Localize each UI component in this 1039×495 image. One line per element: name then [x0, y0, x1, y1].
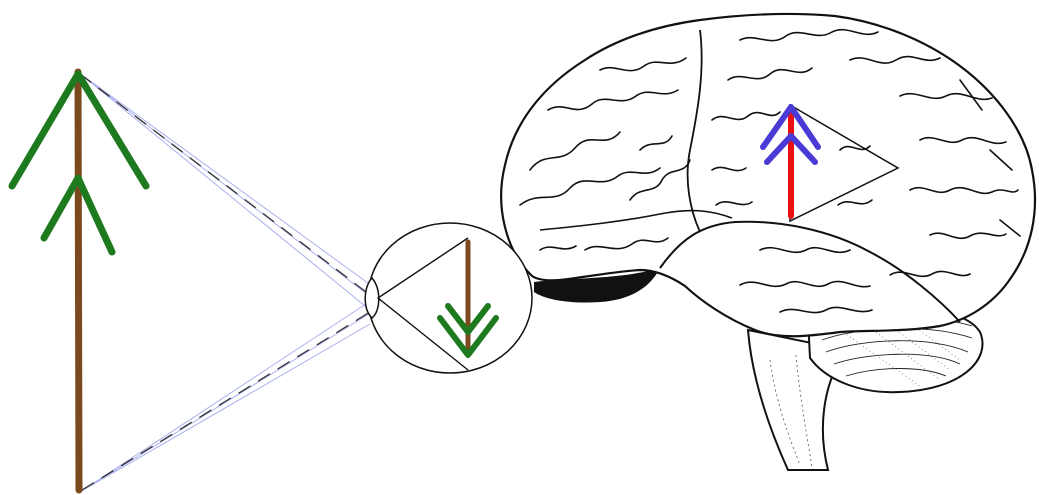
tree-object-icon	[12, 72, 146, 490]
tree-trunk	[78, 72, 79, 490]
light-ray	[78, 72, 370, 310]
eyeball	[368, 223, 532, 373]
central-ray-bottom	[82, 312, 370, 490]
light-ray	[80, 300, 372, 492]
light-ray	[80, 324, 370, 492]
brain-icon	[501, 14, 1035, 470]
light-ray	[78, 72, 372, 286]
eye-icon	[365, 223, 532, 373]
light-rays	[78, 72, 372, 492]
light-ray	[80, 312, 372, 492]
